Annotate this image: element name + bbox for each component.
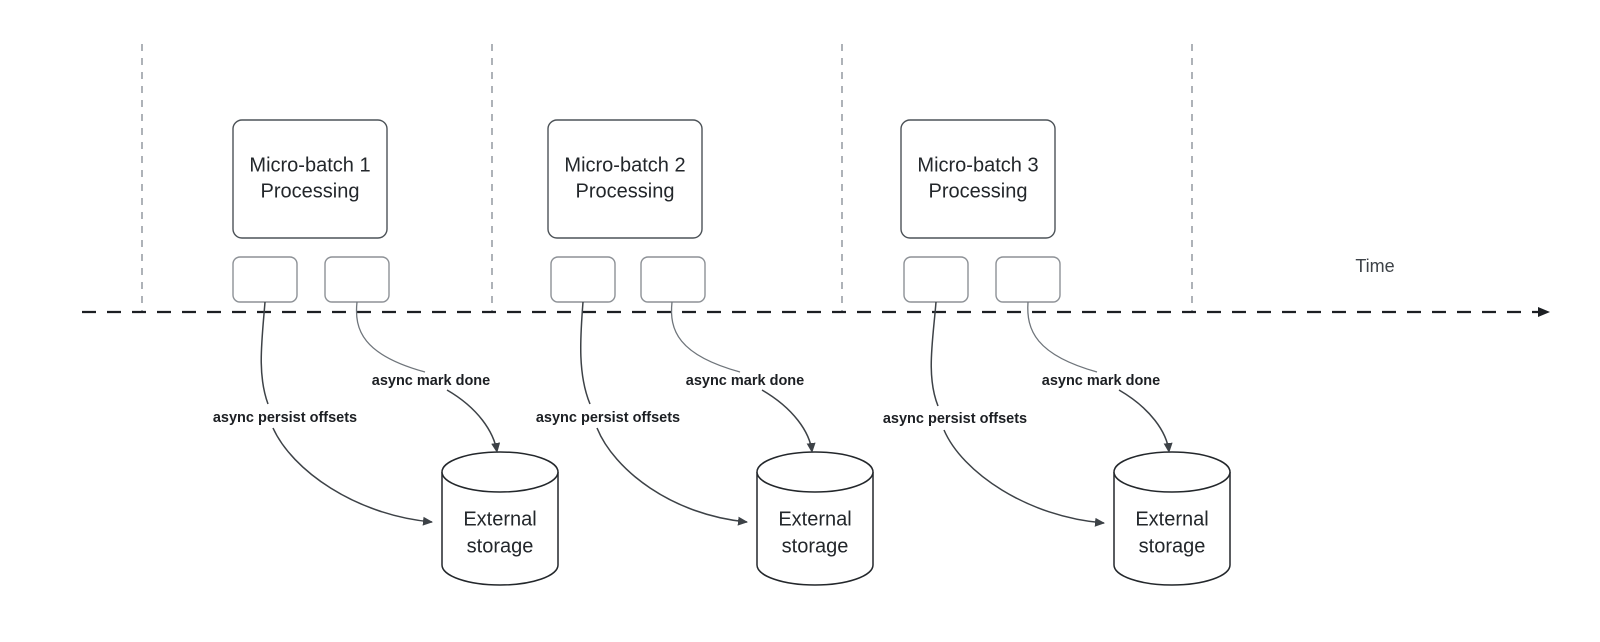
batch-3-external-storage[interactable]: External storage: [1113, 451, 1231, 586]
batch-3-storage-top: [1113, 451, 1231, 493]
batch-1-task-box-left[interactable]: [232, 256, 298, 303]
batch-3-storage-body: [1113, 472, 1231, 586]
batch-3-storage-label-line2: storage: [1139, 535, 1206, 557]
batch-3-mark-done-label: async mark done: [1042, 373, 1160, 389]
batch-1-mark-done-label: async mark done: [372, 373, 490, 389]
batch-3-task-box-left[interactable]: [903, 256, 969, 303]
batch-1-storage-label-line1: External: [463, 508, 536, 530]
micro-batch-1-label-line1: Micro-batch 1: [249, 154, 370, 176]
batch-3-storage-label-line1: External: [1135, 508, 1208, 530]
batch-2-external-storage[interactable]: External storage: [756, 451, 874, 586]
batch-1-storage-label-line2: storage: [467, 535, 534, 557]
batch-2-storage-top: [756, 451, 874, 493]
batch-1-markdone-connector-lower: [446, 389, 501, 453]
micro-batch-2-label-line1: Micro-batch 2: [564, 154, 685, 176]
micro-batch-1-label-line2: Processing: [261, 180, 360, 202]
micro-batch-1-box[interactable]: [232, 119, 388, 239]
micro-batch-2-box[interactable]: [547, 119, 703, 239]
batch-2-storage-label-line2: storage: [782, 535, 849, 557]
batch-2-persist-connector-lower: [596, 427, 748, 526]
time-axis-label: Time: [1355, 256, 1394, 276]
batch-1-markdone-connector-upper: [355, 301, 426, 373]
batch-2-mark-done-label: async mark done: [686, 373, 804, 389]
micro-batch-3-label-line2: Processing: [929, 180, 1028, 202]
batch-group-3: Micro-batch 3 Processing External storag…: [883, 119, 1231, 586]
batch-3-task-box-right[interactable]: [995, 256, 1061, 303]
batch-3-markdone-connector-lower: [1118, 389, 1173, 453]
batch-1-external-storage[interactable]: External storage: [441, 451, 559, 586]
batch-2-storage-body: [756, 472, 874, 586]
batch-2-markdone-connector-upper: [670, 301, 741, 373]
batch-2-task-box-right[interactable]: [640, 256, 706, 303]
batch-2-markdone-connector-lower: [761, 389, 816, 453]
micro-batch-3-box[interactable]: [900, 119, 1056, 239]
batch-3-persist-offsets-label: async persist offsets: [883, 411, 1027, 427]
batch-2-storage-label-line1: External: [778, 508, 851, 530]
batch-2-persist-connector-upper: [579, 301, 591, 405]
batch-1-persist-connector-upper: [260, 301, 269, 405]
batch-1-storage-body: [441, 472, 559, 586]
batch-group-1: Micro-batch 1 Processing External storag…: [213, 119, 559, 586]
batch-1-storage-top: [441, 451, 559, 493]
batch-group-2: Micro-batch 2 Processing External storag…: [536, 119, 874, 586]
micro-batch-3-label-line1: Micro-batch 3: [917, 154, 1038, 176]
micro-batch-2-label-line2: Processing: [576, 180, 675, 202]
batch-3-persist-connector-lower: [943, 429, 1105, 527]
batch-2-persist-offsets-label: async persist offsets: [536, 410, 680, 426]
batch-1-persist-offsets-label: async persist offsets: [213, 410, 357, 426]
batch-3-persist-connector-upper: [930, 301, 939, 407]
batch-1-persist-connector-lower: [272, 427, 433, 526]
batch-3-markdone-connector-upper: [1027, 301, 1098, 373]
batch-2-task-box-left[interactable]: [550, 256, 616, 303]
batch-1-task-box-right[interactable]: [324, 256, 390, 303]
